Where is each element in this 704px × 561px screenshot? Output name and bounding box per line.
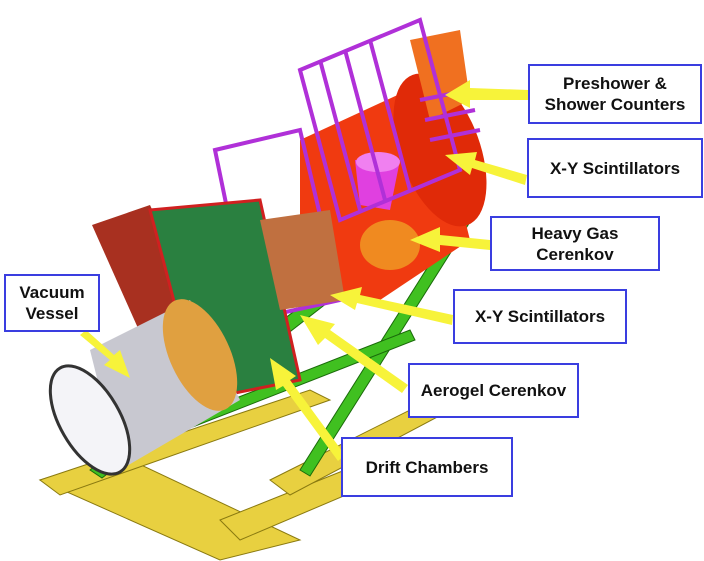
label-xy-scintillators-bottom: X-Y Scintillators — [453, 289, 627, 344]
label-heavy-gas-cerenkov: Heavy Gas Cerenkov — [490, 216, 660, 271]
label-aerogel-cerenkov: Aerogel Cerenkov — [408, 363, 579, 418]
label-drift-chambers: Drift Chambers — [341, 437, 513, 497]
pointer-arrows — [80, 80, 528, 461]
label-xy-scintillators-top: X-Y Scintillators — [527, 138, 703, 198]
detector-hut — [148, 198, 345, 402]
label-vacuum-vessel: Vacuum Vessel — [4, 274, 100, 332]
label-preshower-shower-counters: Preshower & Shower Counters — [528, 64, 702, 124]
scintillator-frames — [212, 17, 481, 323]
vacuum-vessel — [48, 299, 240, 476]
